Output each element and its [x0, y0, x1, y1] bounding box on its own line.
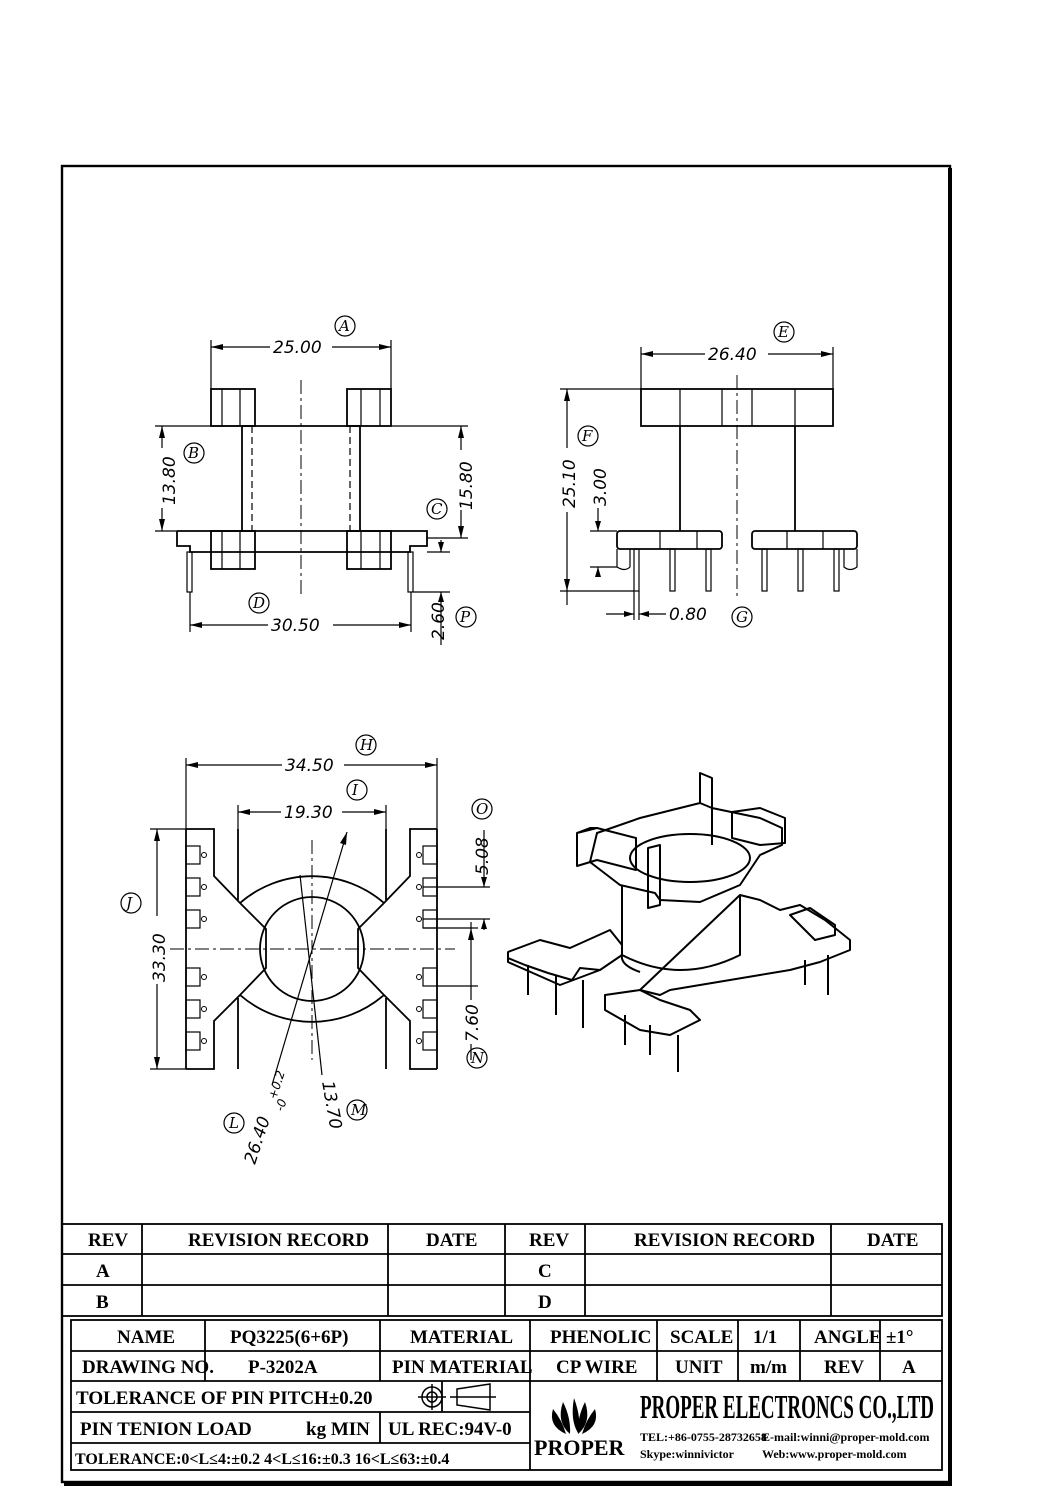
dim-p-value: 2.60	[429, 602, 449, 640]
callout-l: L	[228, 1114, 239, 1132]
dim-l-tol-plus: +0.2	[266, 1069, 288, 1101]
dim-f-value: 25.10	[560, 459, 580, 508]
callout-i: I	[351, 781, 359, 799]
name-value: PQ3225(6+6P)	[230, 1327, 348, 1348]
callout-g: G	[736, 608, 748, 626]
callout-j: J	[123, 894, 133, 912]
revision-table: REV REVISION RECORD DATE REV REVISION RE…	[61, 1223, 943, 1317]
revision-record-header-right: REVISION RECORD	[634, 1230, 815, 1251]
callout-o: O	[476, 800, 488, 818]
company-web: Web:www.proper-mold.com	[762, 1447, 907, 1461]
unit-label: UNIT	[675, 1357, 723, 1378]
callout-p: P	[459, 608, 471, 626]
ul-rec: UL REC:94V-0	[388, 1419, 512, 1440]
scale-label: SCALE	[670, 1327, 733, 1348]
callout-b: B	[187, 444, 199, 462]
dim-n-value: 7.60	[463, 1004, 483, 1042]
material-label: MATERIAL	[410, 1327, 513, 1348]
company-name: PROPER ELECTRONCS CO.,LTD	[640, 1389, 934, 1426]
top-view: 34.50 H 19.30 I 5.08 O 33.30 J 7.	[120, 734, 493, 1167]
material-value: PHENOLIC	[550, 1327, 651, 1348]
dim-d-value: 30.50	[271, 616, 320, 636]
rev-header-right: REV	[529, 1230, 569, 1251]
revision-record-header-left: REVISION RECORD	[188, 1230, 369, 1251]
dim-o-value: 5.08	[473, 837, 493, 875]
callout-n: N	[470, 1049, 485, 1067]
rev-value: A	[902, 1357, 916, 1378]
pin-tension-unit: kg MIN	[306, 1419, 370, 1440]
callout-e: E	[777, 323, 789, 341]
dim-g-value: 0.80	[669, 605, 707, 625]
company-email: E-mail:winni@proper-mold.com	[762, 1430, 930, 1444]
logo-text: PROPER	[534, 1435, 626, 1460]
dim-c-value: 15.80	[457, 461, 477, 510]
date-header-right: DATE	[867, 1230, 918, 1251]
dim-j-value: 33.30	[150, 933, 170, 982]
dim-l-value: 26.40	[241, 1114, 275, 1166]
rev-b: B	[96, 1292, 109, 1313]
pin-material-value: CP WIRE	[556, 1357, 637, 1378]
pin-tension-label: PIN TENION LOAD	[80, 1419, 252, 1440]
isometric-view	[507, 772, 851, 1072]
callout-f: F	[581, 427, 593, 445]
drawing-no-value: P-3202A	[248, 1357, 318, 1378]
rev-c: C	[538, 1261, 552, 1282]
callout-a: A	[337, 317, 350, 335]
date-header-left: DATE	[426, 1230, 477, 1251]
callout-m: M	[350, 1101, 367, 1119]
front-view: 25.00 A 13.80 B 15.80 C 30.50 D	[155, 315, 477, 645]
side-view: 26.40 E 25.10 F 3.00 0.80 G	[560, 321, 858, 628]
scale-value: 1/1	[753, 1327, 777, 1348]
title-block: NAME PQ3225(6+6P) MATERIAL PHENOLIC SCAL…	[70, 1319, 943, 1471]
pin-material-label: PIN MATERIAL	[392, 1357, 533, 1378]
company-tel: TEL:+86-0755-28732658	[640, 1430, 767, 1444]
projection-symbol-icon	[418, 1383, 496, 1411]
drawing-no-label: DRAWING NO.	[82, 1357, 214, 1378]
pin-pitch-tolerance: TOLERANCE OF PIN PITCH±0.20	[76, 1388, 373, 1409]
proper-logo-icon	[551, 1398, 597, 1434]
callout-d: D	[252, 594, 265, 612]
rev-label: REV	[824, 1357, 864, 1378]
dim-b-value: 13.80	[160, 456, 180, 505]
callout-c: C	[431, 500, 443, 518]
dim-l-tol-minus: -0	[273, 1097, 290, 1113]
general-tolerance: TOLERANCE:0<L≤4:±0.2 4<L≤16:±0.3 16<L≤63…	[75, 1451, 449, 1468]
name-label: NAME	[117, 1327, 175, 1348]
angle-value: ±1°	[886, 1327, 914, 1348]
dim-f2-value: 3.00	[591, 468, 611, 506]
dim-e-value: 26.40	[708, 345, 757, 365]
rev-header-left: REV	[88, 1230, 128, 1251]
dim-a-value: 25.00	[273, 338, 322, 358]
unit-value: m/m	[750, 1357, 787, 1378]
dim-m-value: 13.70	[317, 1079, 345, 1130]
company-skype: Skype:winnivictor	[640, 1447, 735, 1461]
rev-a: A	[96, 1261, 110, 1282]
callout-h: H	[359, 736, 374, 754]
angle-label: ANGLE	[814, 1327, 882, 1348]
rev-d: D	[538, 1292, 552, 1313]
dim-i-value: 19.30	[284, 803, 333, 823]
dim-h-value: 34.50	[285, 756, 334, 776]
